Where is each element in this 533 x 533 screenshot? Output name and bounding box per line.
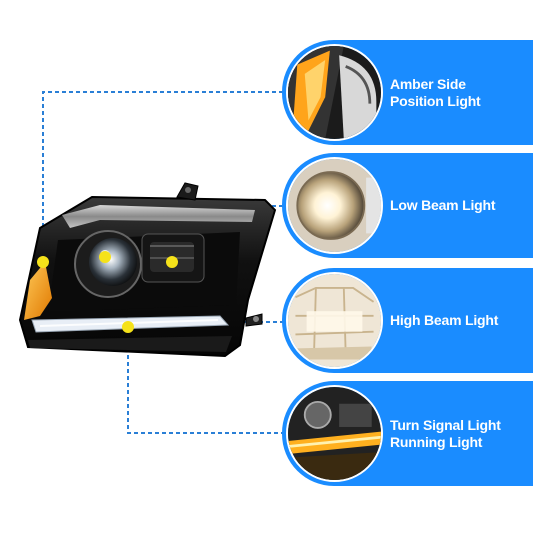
feature-label: Turn Signal Light Running Light	[390, 381, 527, 486]
feature-line-2: Position Light	[390, 92, 481, 109]
feature-high-beam: High Beam Light	[282, 268, 533, 373]
feature-amber-side: Amber Side Position Light	[282, 40, 533, 145]
feature-label: High Beam Light	[390, 268, 527, 373]
amber-side-light-icon	[286, 44, 383, 141]
marker-amber-dot	[37, 256, 49, 268]
high-beam-light-icon	[286, 272, 383, 369]
feature-turn-signal: Turn Signal Light Running Light	[282, 381, 533, 486]
feature-low-beam: Low Beam Light	[282, 153, 533, 258]
feature-line-1: Turn Signal Light	[390, 416, 501, 433]
feature-line-2: Running Light	[390, 433, 483, 450]
headlight-housing	[18, 182, 277, 358]
marker-low-beam-dot	[99, 251, 111, 263]
marker-high-beam-dot	[166, 256, 178, 268]
marker-turn-signal-dot	[122, 321, 134, 333]
feature-label: Amber Side Position Light	[390, 40, 527, 145]
feature-line-1: Low Beam Light	[390, 197, 496, 213]
feature-line-1: High Beam Light	[390, 312, 499, 328]
feature-markers	[37, 251, 178, 333]
feature-label: Low Beam Light	[390, 153, 527, 258]
feature-line-1: Amber Side	[390, 75, 466, 92]
turn-signal-light-icon	[286, 385, 383, 482]
low-beam-light-icon	[286, 157, 383, 254]
